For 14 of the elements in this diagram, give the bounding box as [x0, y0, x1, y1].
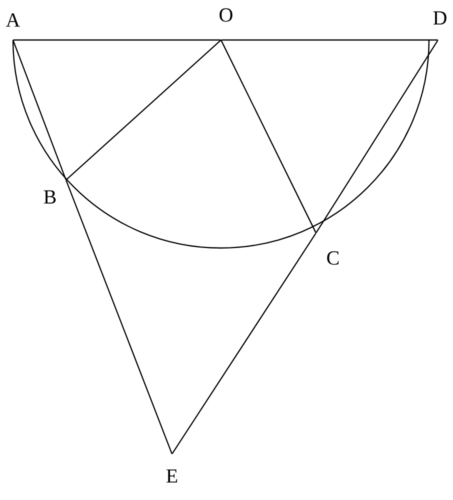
point-label: O: [220, 8, 232, 22]
point-label: D: [433, 11, 446, 25]
point-label: A: [6, 13, 20, 27]
line-segment: [172, 232, 316, 454]
line-segment: [66, 180, 172, 454]
line-segment: [12, 40, 66, 180]
line-segment: [66, 40, 222, 180]
point-label: E: [166, 469, 178, 483]
line-segment: [220, 40, 316, 234]
line-segment: [13, 39, 221, 41]
line-segment: [221, 39, 438, 41]
point-label: C: [327, 251, 339, 265]
point-label: B: [44, 190, 56, 204]
line-segment: [316, 40, 438, 234]
